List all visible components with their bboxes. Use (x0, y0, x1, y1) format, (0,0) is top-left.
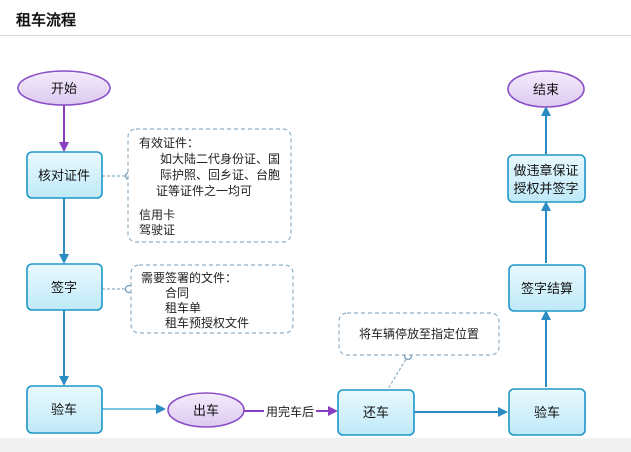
node-return-car-label: 还车 (363, 405, 389, 421)
node-sign-settle-shape (508, 264, 586, 312)
note-valid-docs-line-1: 有效证件： (139, 135, 199, 150)
node-sign-settle-label: 签字结算 (521, 281, 573, 297)
node-depart-label: 出车 (193, 403, 219, 419)
note-sign-docs-line-3: 租车单 (165, 300, 201, 315)
note-valid-docs-box (127, 128, 292, 243)
note-valid-docs-line-3: 际护照、回乡证、台胞 (160, 167, 280, 182)
note-park-box (338, 312, 500, 356)
note-sign-docs-line-4: 租车预授权文件 (165, 315, 249, 330)
note-valid-docs-line-6: 驾驶证 (139, 222, 175, 237)
note-park-line: 将车辆停放至指定位置 (359, 326, 479, 341)
note-valid-docs-line-5: 信用卡 (139, 208, 175, 222)
note-valid-docs-line-4: 证等证件之一均可 (156, 184, 252, 198)
node-authorize-label-line-2: 授权并签字 (513, 181, 578, 197)
title-divider (0, 35, 631, 36)
note-valid-docs-line-2: 如大陆二代身份证、国 (160, 151, 280, 166)
node-authorize-label-line-1: 做违章保证 (513, 163, 578, 179)
node-return-car-shape (337, 389, 415, 436)
note-sign-docs-line-2: 合同 (165, 285, 189, 300)
edge-label-after-use: 用完车后 (266, 404, 314, 419)
bottom-strip (0, 438, 631, 452)
node-authorize-shape (507, 154, 586, 203)
node-start-shape (17, 70, 111, 106)
edge-label-bg (264, 402, 316, 420)
node-end-shape (507, 70, 585, 108)
node-inspect-return-shape (508, 388, 586, 436)
node-inspect-car-label: 验车 (51, 402, 77, 418)
node-verify-id-label: 核对证件 (38, 169, 90, 184)
node-start-label: 开始 (51, 82, 77, 97)
node-inspect-car-shape (26, 385, 103, 434)
note-sign-docs-box (130, 264, 294, 334)
node-inspect-return-label: 验车 (534, 405, 560, 421)
note-sign-docs-line-1: 需要签署的文件： (141, 270, 237, 285)
node-verify-id-shape (26, 151, 103, 199)
node-end-label: 结束 (533, 83, 559, 98)
node-sign-shape (26, 263, 103, 311)
node-sign-label: 签字 (51, 280, 77, 296)
page-title: 租车流程 (16, 11, 77, 29)
node-depart-shape (167, 392, 245, 428)
note-connector-park (385, 355, 409, 393)
